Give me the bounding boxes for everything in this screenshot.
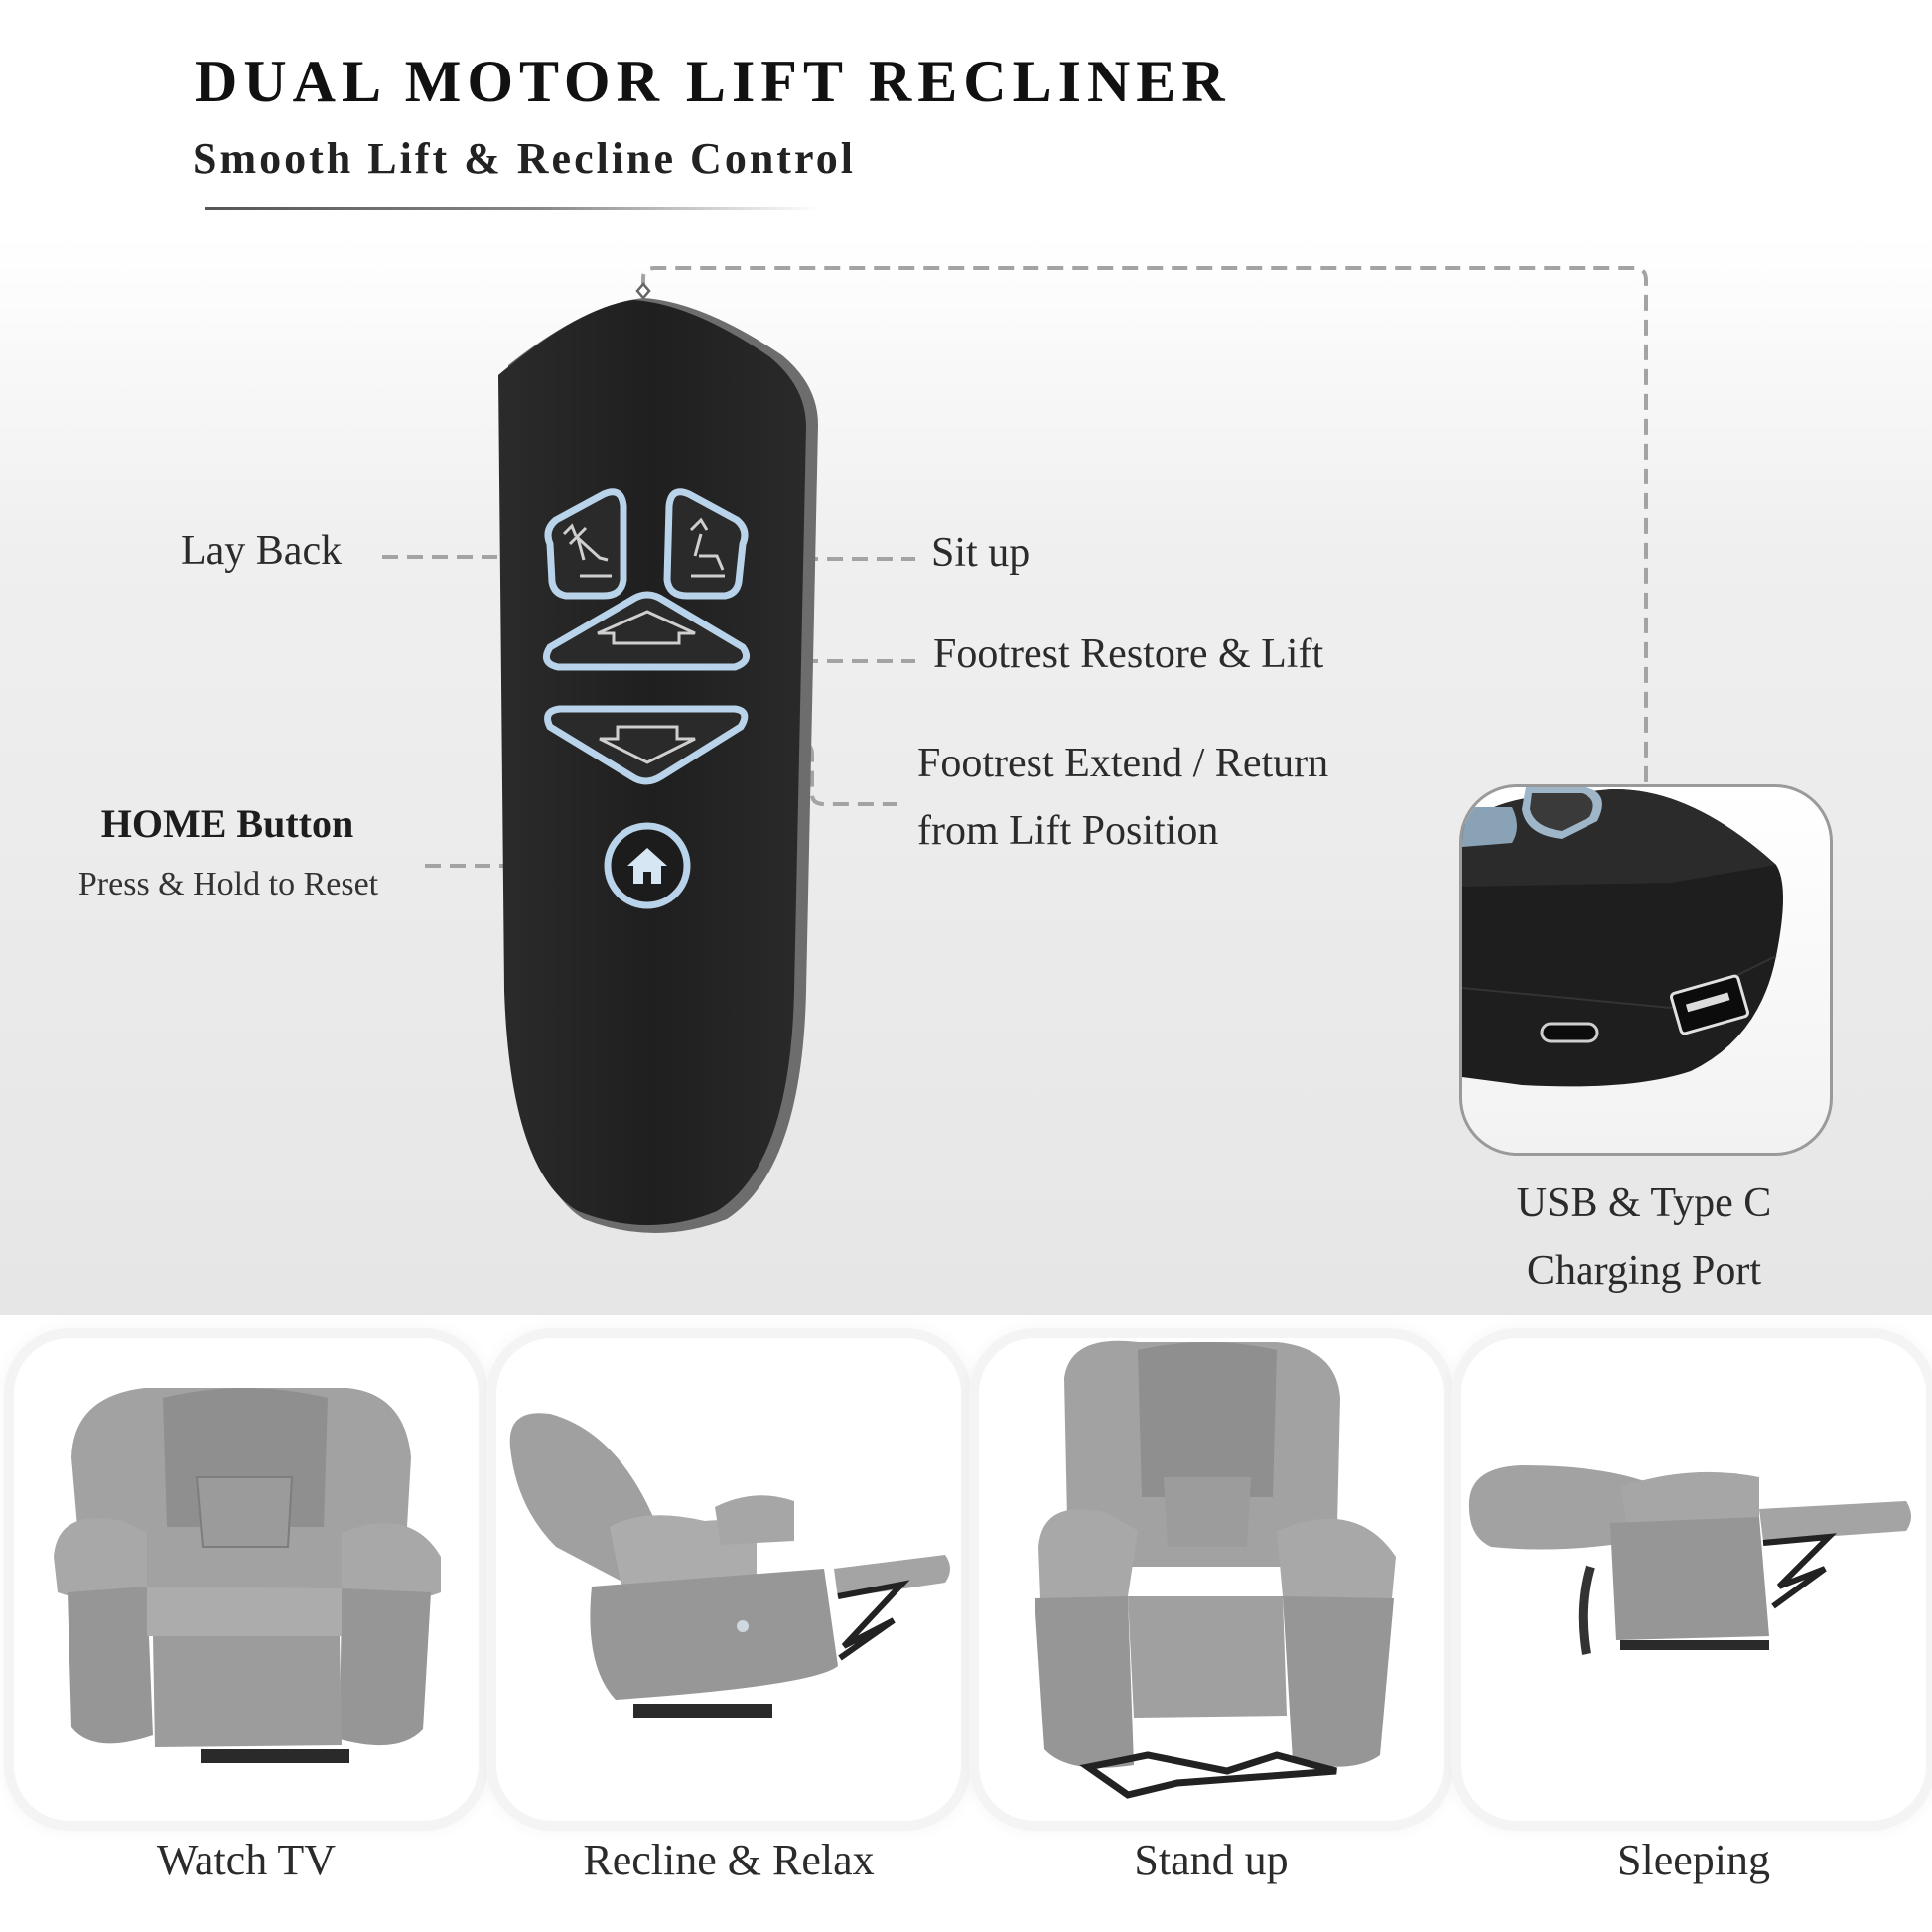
label-home-button: HOME Button (100, 801, 354, 846)
charging-port-line2: Charging Port (1526, 1248, 1762, 1294)
mode-card-sleeping (1461, 1338, 1926, 1821)
lay-back-icon (562, 523, 612, 578)
mode-caption-sleeping: Sleeping (1617, 1836, 1770, 1884)
mode-caption-stand-up: Stand up (1134, 1836, 1289, 1884)
chair-sleeping-image (1468, 1465, 1911, 1655)
mode-caption-recline-relax: Recline & Relax (583, 1836, 875, 1884)
charging-port-caption: USB & Type C Charging Port (1455, 1170, 1833, 1305)
footrest-restore-lift-button[interactable] (542, 591, 751, 671)
mode-card-stand-up (979, 1338, 1444, 1821)
charging-port-line1: USB & Type C (1516, 1180, 1772, 1226)
remote-control (498, 298, 818, 1233)
type-c-port-icon (1540, 1022, 1599, 1043)
mode-card-recline-relax (496, 1338, 961, 1821)
page-title: DUAL MOTOR LIFT RECLINER (195, 49, 1231, 114)
charging-port-photo (1462, 787, 1783, 1087)
chair-watch-tv-image (54, 1388, 441, 1763)
lay-back-button[interactable] (544, 488, 627, 600)
charging-port-inset (1459, 784, 1833, 1156)
label-footrest-extend-line2: from Lift Position (917, 808, 1219, 854)
home-icon (627, 848, 667, 884)
mode-caption-watch-tv: Watch TV (156, 1836, 337, 1884)
label-footrest-extend-line1: Footrest Extend / Return (917, 741, 1329, 786)
sit-up-icon (689, 517, 725, 578)
chair-recline-relax-image (509, 1413, 950, 1718)
mode-card-watch-tv (14, 1338, 479, 1821)
arrow-down-icon (599, 725, 696, 764)
sit-up-button[interactable] (663, 488, 749, 600)
label-home-reset: Press & Hold to Reset (77, 866, 379, 902)
chair-stand-up-image (1035, 1340, 1396, 1799)
label-lay-back: Lay Back (181, 528, 343, 574)
label-footrest-restore: Footrest Restore & Lift (933, 631, 1324, 677)
label-sit-up: Sit up (931, 530, 1031, 576)
title-underline (205, 207, 820, 210)
footrest-extend-return-button[interactable] (544, 705, 749, 785)
home-button[interactable] (604, 822, 691, 909)
page-subtitle: Smooth Lift & Recline Control (193, 134, 856, 183)
arrow-up-icon (597, 610, 696, 645)
